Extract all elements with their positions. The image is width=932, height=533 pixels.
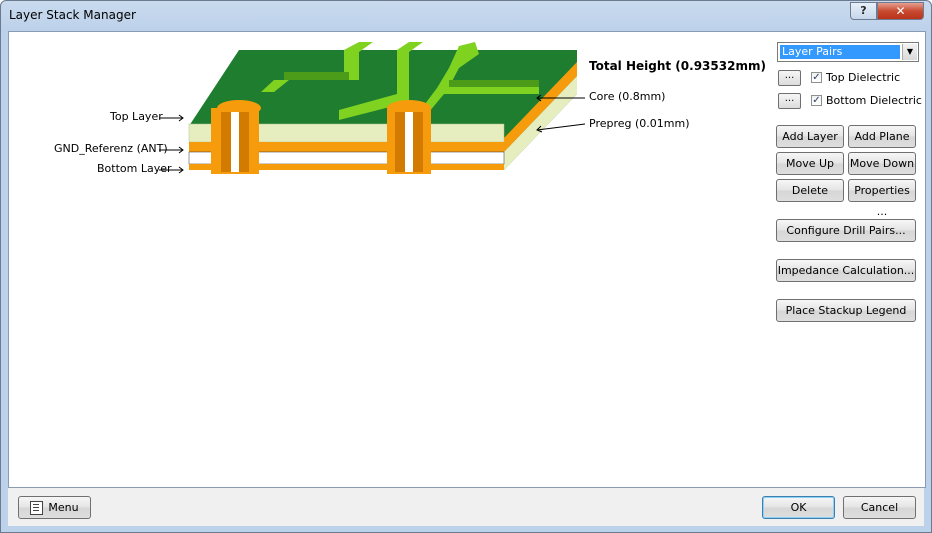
side-prepreg — [504, 62, 577, 152]
trace-1-shade — [284, 72, 349, 80]
delete-button[interactable]: Delete — [776, 179, 844, 202]
chevron-down-icon[interactable]: ▼ — [902, 44, 917, 60]
add-plane-button[interactable]: Add Plane — [848, 125, 916, 148]
top-dielectric-properties-button[interactable]: ... — [778, 70, 801, 86]
place-stackup-legend-button[interactable]: Place Stackup Legend — [776, 299, 916, 322]
bottom-dielectric-properties-button[interactable]: ... — [778, 93, 801, 109]
stack-panel: Top Layer GND_Referenz (ANT) Bottom Laye… — [8, 31, 926, 488]
top-dielectric-checkbox[interactable]: ✓ — [811, 72, 822, 83]
menu-button[interactable]: Menu — [18, 496, 91, 519]
label-bottom-layer: Bottom Layer — [97, 162, 172, 175]
menu-icon — [30, 501, 44, 515]
total-height-label: Total Height (0.93532mm) — [589, 59, 766, 73]
via-left — [211, 100, 261, 174]
trace-3-shade — [449, 80, 539, 87]
trace-3 — [419, 42, 539, 112]
front-bottom — [189, 164, 504, 170]
impedance-calculation-button[interactable]: Impedance Calculation... — [776, 259, 916, 282]
help-button[interactable]: ? — [850, 2, 877, 20]
properties-button[interactable]: Properties ... — [848, 179, 916, 218]
label-gnd-referenz: GND_Referenz (ANT) — [54, 142, 168, 155]
combo-selected-value: Layer Pairs — [780, 45, 900, 59]
window-title: Layer Stack Manager — [9, 8, 136, 22]
front-gnd — [189, 142, 504, 152]
bottom-dielectric-checkbox[interactable]: ✓ — [811, 95, 822, 106]
layer-pairs-dropdown[interactable]: Layer Pairs ▼ — [777, 42, 919, 62]
move-down-button[interactable]: Move Down — [848, 152, 916, 175]
ok-button[interactable]: OK — [762, 496, 835, 519]
side-core — [504, 76, 577, 170]
menu-label: Menu — [48, 501, 79, 514]
close-button[interactable]: ✕ — [877, 2, 924, 20]
footer-bar: Menu OK Cancel — [8, 488, 924, 526]
title-bar: Layer Stack Manager ? ✕ — [1, 1, 931, 31]
via-right — [387, 100, 431, 174]
bottom-dielectric-label: Bottom Dielectric — [826, 94, 922, 107]
move-up-button[interactable]: Move Up — [776, 152, 844, 175]
label-top-layer: Top Layer — [110, 110, 163, 123]
label-prepreg: Prepreg (0.01mm) — [589, 117, 690, 130]
label-arrows — [159, 94, 586, 174]
pcb-stack-diagram — [159, 42, 586, 174]
cancel-button[interactable]: Cancel — [843, 496, 916, 519]
configure-drill-pairs-button[interactable]: Configure Drill Pairs... — [776, 219, 916, 242]
top-dielectric-label: Top Dielectric — [826, 71, 901, 84]
add-layer-button[interactable]: Add Layer — [776, 125, 844, 148]
label-core: Core (0.8mm) — [589, 90, 666, 103]
